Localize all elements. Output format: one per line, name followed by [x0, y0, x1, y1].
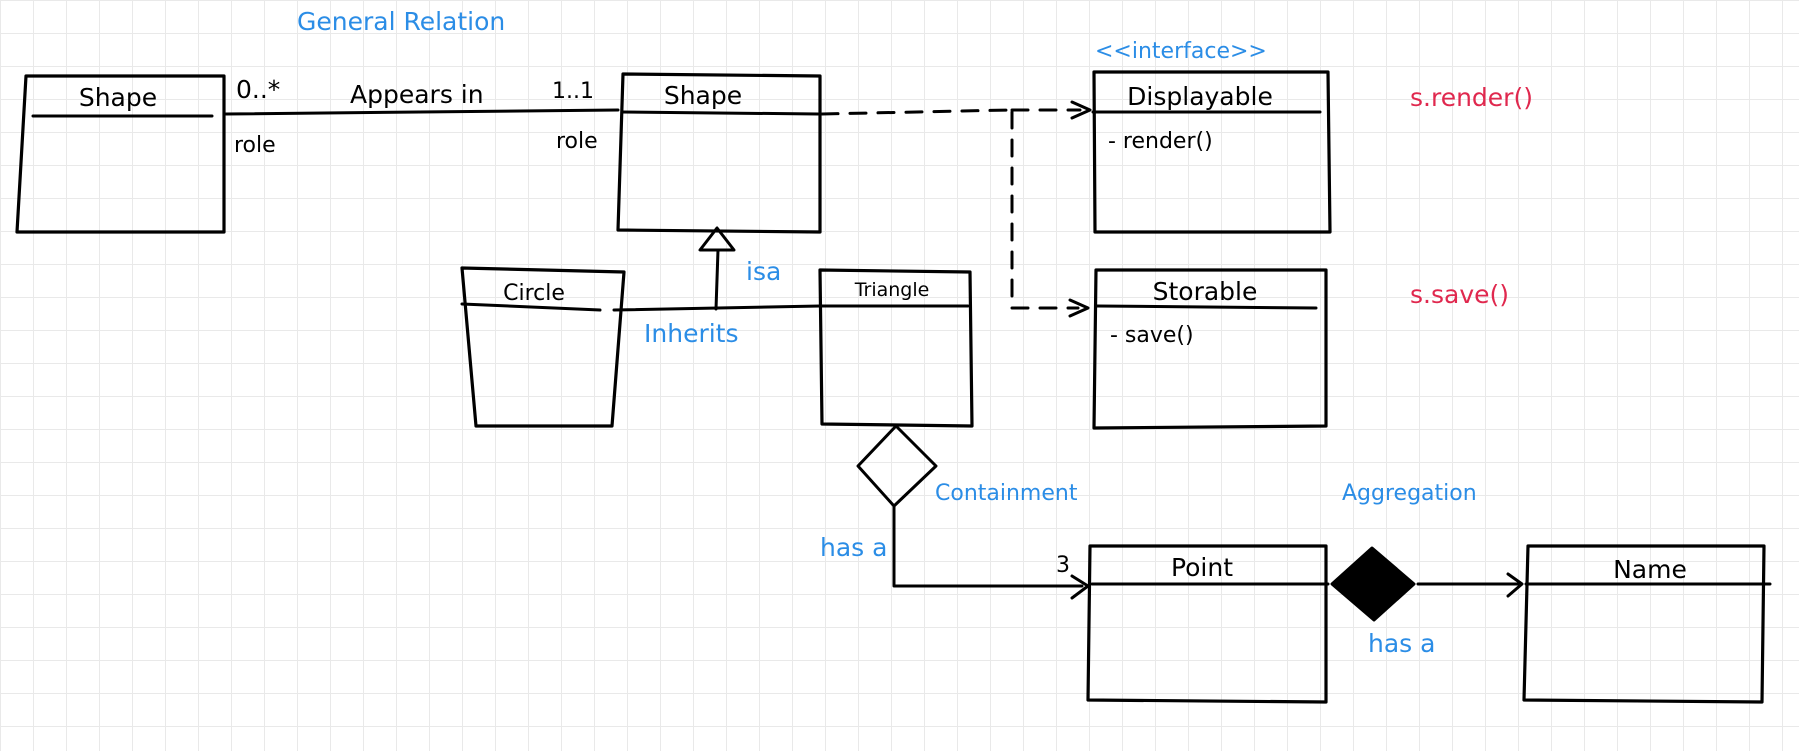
association-name: Appears in — [350, 80, 484, 109]
class-name: Shape — [79, 83, 157, 112]
multiplicity-left: 0..* — [236, 75, 280, 104]
containment-diamond — [856, 424, 938, 508]
general-relation-label: General Relation — [297, 7, 505, 36]
class-name: Point — [1171, 553, 1233, 582]
class-name-box: Name — [1522, 544, 1772, 704]
role-left: role — [234, 133, 276, 158]
class-name: Circle — [503, 281, 565, 306]
class-point: Point — [1086, 544, 1330, 704]
realization-arrowhead-storable — [1068, 298, 1090, 318]
association-line — [224, 108, 620, 116]
inheritance-connector — [612, 226, 822, 312]
containment-connector: 3 — [856, 424, 1090, 600]
class-name: Displayable — [1127, 82, 1273, 111]
aggregation-connector — [1330, 546, 1524, 622]
association-appears-in: 0..* Appears in 1..1 role role — [224, 75, 620, 158]
class-displayable: Displayable - render() — [1091, 70, 1332, 234]
interface-stereotype-label: <<interface>> — [1095, 39, 1267, 64]
aggregation-diamond — [1330, 546, 1416, 622]
class-name: Shape — [664, 81, 742, 110]
containment-label: Containment — [935, 481, 1078, 506]
class-name: Triangle — [854, 279, 930, 301]
realization-connectors — [820, 100, 1092, 318]
save-call-label: s.save() — [1410, 280, 1509, 309]
isa-label: isa — [746, 257, 781, 286]
has-a-containment-label: has a — [820, 533, 887, 562]
inherits-label: Inherits — [644, 319, 739, 348]
class-shape-right: Shape — [616, 72, 822, 234]
realization-arrowhead-displayable — [1070, 100, 1092, 120]
containment-arrowhead — [1070, 574, 1090, 600]
aggregation-label: Aggregation — [1342, 481, 1477, 506]
multiplicity-point: 3 — [1056, 553, 1070, 578]
class-name: Storable — [1153, 277, 1258, 306]
class-storable: Storable - save() — [1092, 268, 1328, 430]
inheritance-arrowhead — [698, 226, 736, 252]
has-a-aggregation-label: has a — [1368, 629, 1435, 658]
class-triangle: Triangle — [818, 268, 974, 428]
class-name: Name — [1613, 555, 1687, 584]
class-shape-left: Shape — [15, 74, 226, 234]
render-call-label: s.render() — [1410, 83, 1533, 112]
method-save: - save() — [1110, 323, 1194, 348]
aggregation-arrowhead — [1506, 572, 1524, 598]
role-right: role — [556, 129, 598, 154]
multiplicity-right: 1..1 — [552, 79, 594, 104]
method-render: - render() — [1108, 129, 1213, 154]
class-circle: Circle — [460, 266, 626, 428]
